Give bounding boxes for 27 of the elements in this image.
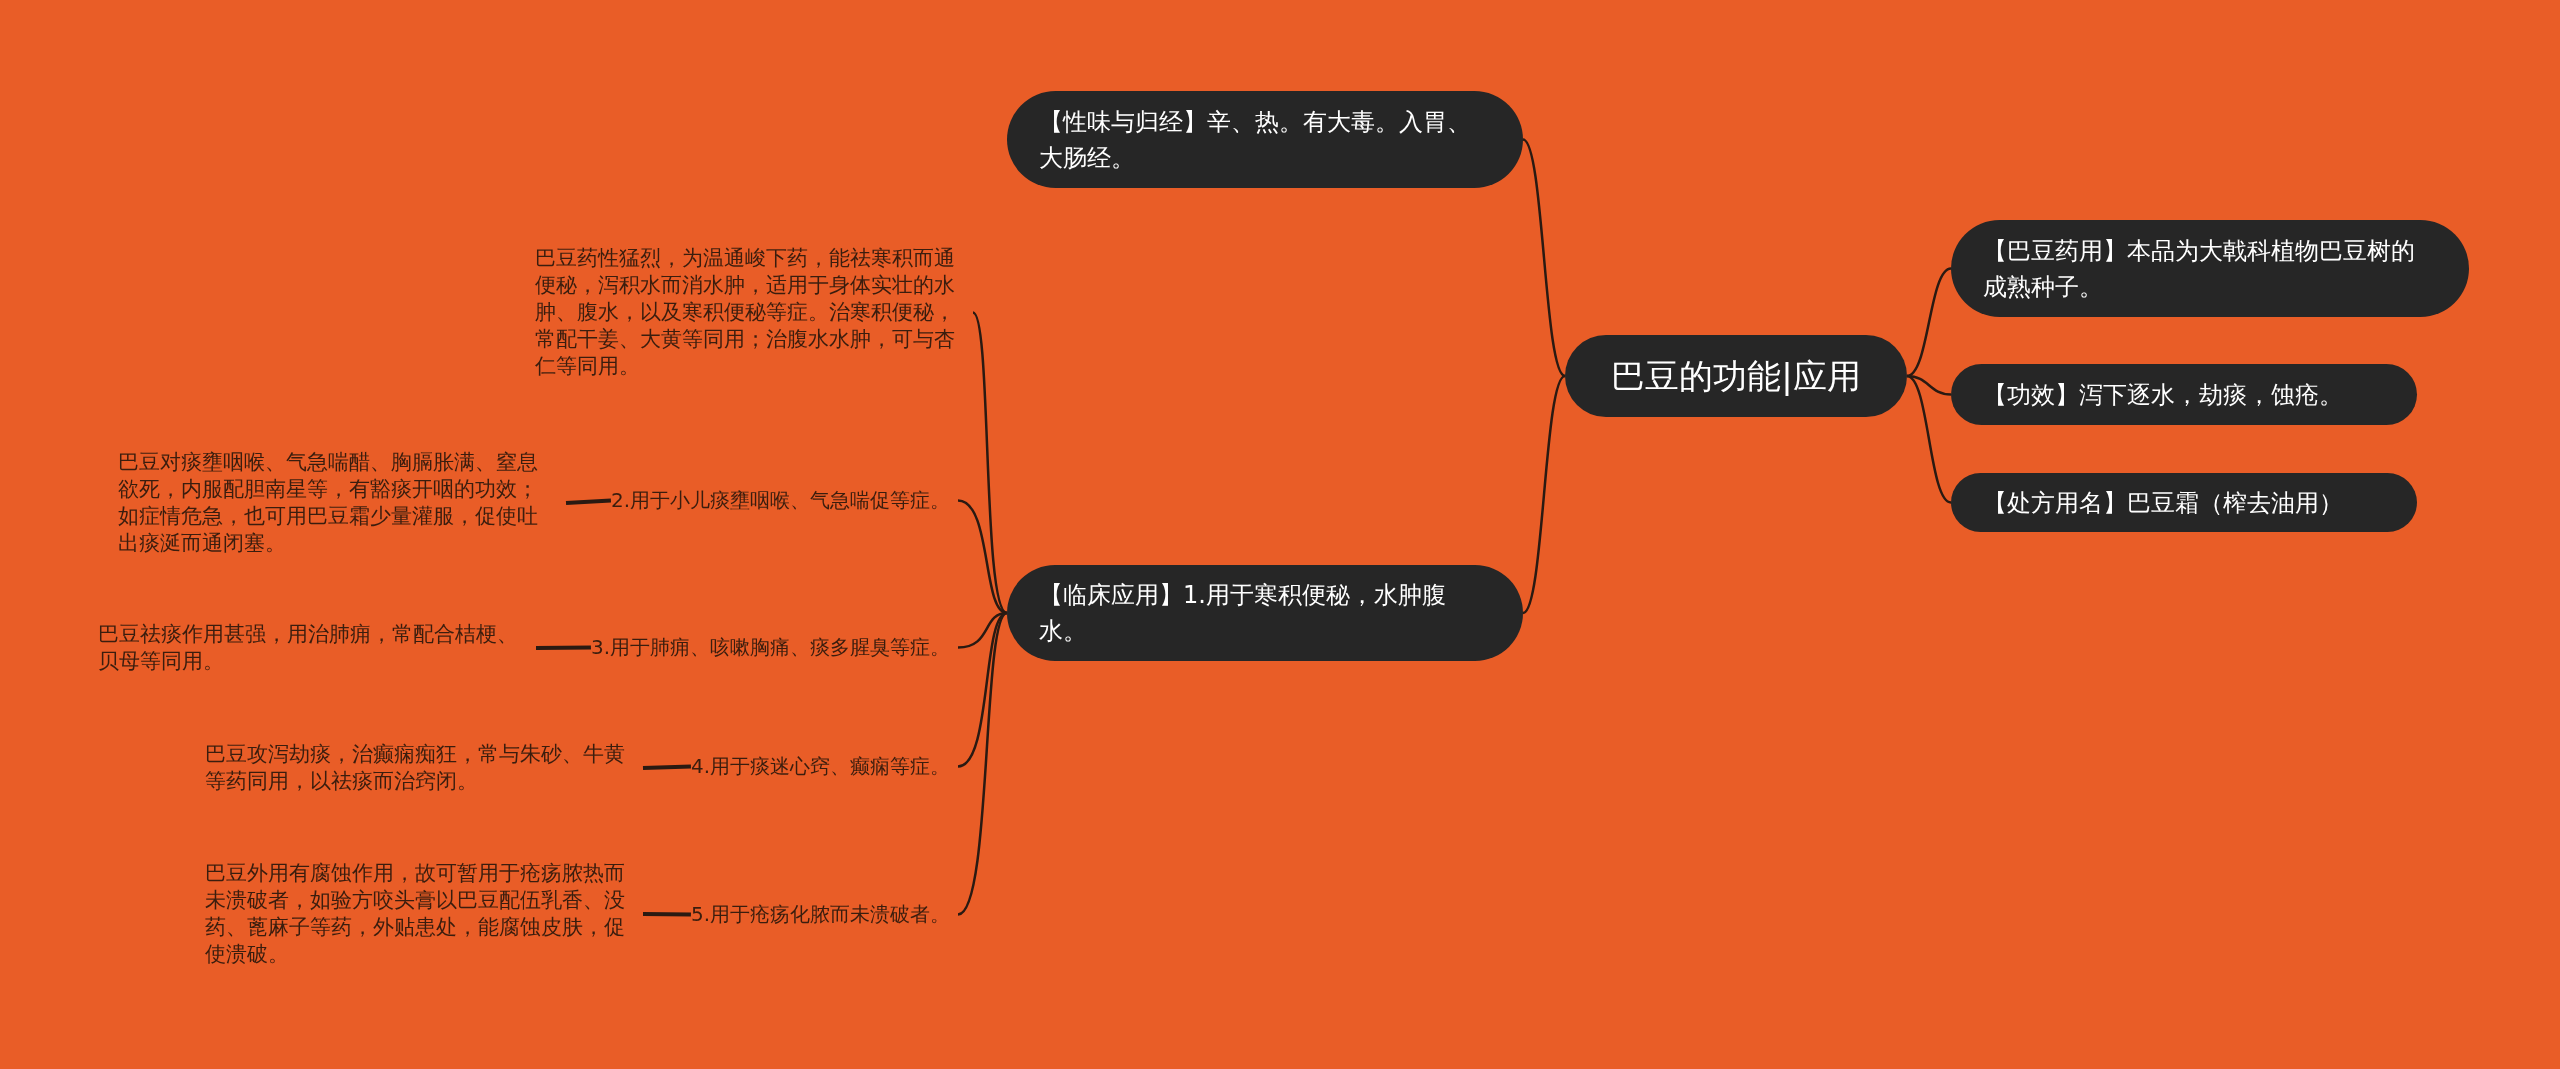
connector-line	[535, 645, 591, 650]
note-text: 巴豆药性猛烈，为温通峻下药，能祛寒积而通便秘，泻积水而消水肿，适用于身体实壮的水肿、腹水，以及寒积便秘等症。治寒积便秘，常配干姜、大黄等同用；治腹水水肿，可与杏仁等同用。	[535, 245, 965, 380]
connector-line	[565, 498, 612, 505]
branch-label: 4.用于痰迷心窍、癫痫等症。	[690, 753, 950, 780]
topic-box: 【性味与归经】辛、热。有大毒。入胃、大肠经。	[1007, 91, 1523, 188]
topic-box: 【临床应用】1.用于寒积便秘，水肿腹水。	[1007, 565, 1523, 661]
connector-line	[957, 499, 1008, 615]
note-text: 巴豆对痰壅咽喉、气急喘醋、胸膈胀满、窒息欲死，内服配胆南星等，有豁痰开咽的功效；如症情危急，也可用巴豆霜少量灌服，促使吐出痰涎而通闭塞。	[118, 449, 558, 557]
topic-box: 【巴豆药用】本品为大戟科植物巴豆树的成熟种子。	[1951, 220, 2469, 317]
connector-line	[1522, 138, 1566, 377]
connector-line	[1522, 375, 1566, 614]
note-text: 巴豆祛痰作用甚强，用治肺痈，常配合桔梗、贝母等同用。	[98, 621, 528, 675]
branch-label: 5.用于疮疡化脓而未溃破者。	[690, 901, 950, 928]
branch-label: 2.用于小儿痰壅咽喉、气急喘促等症。	[610, 487, 950, 514]
note-text: 巴豆外用有腐蚀作用，故可暂用于疮疡脓热而未溃破者，如验方咬头膏以巴豆配伍乳香、没药、蓖麻子等药，外贴患处，能腐蚀皮肤，促使溃破。	[205, 860, 635, 968]
topic-box: 【功效】泻下逐水，劫痰，蚀疮。	[1951, 364, 2417, 425]
connector-line	[971, 311, 1008, 614]
connector-line	[642, 912, 691, 917]
connector-line	[642, 764, 691, 770]
central-topic: 巴豆的功能|应用	[1565, 335, 1907, 417]
branch-label: 3.用于肺痈、咳嗽胸痛、痰多腥臭等症。	[590, 634, 950, 661]
note-text: 巴豆攻泻劫痰，治癫痫痴狂，常与朱砂、牛黄等药同用，以祛痰而治窍闭。	[205, 741, 635, 795]
connector-line	[1906, 267, 1952, 378]
connector-line	[1906, 374, 1952, 504]
connector-line	[957, 612, 1008, 916]
topic-box: 【处方用名】巴豆霜（榨去油用）	[1951, 473, 2417, 532]
connector-line	[957, 611, 1008, 768]
